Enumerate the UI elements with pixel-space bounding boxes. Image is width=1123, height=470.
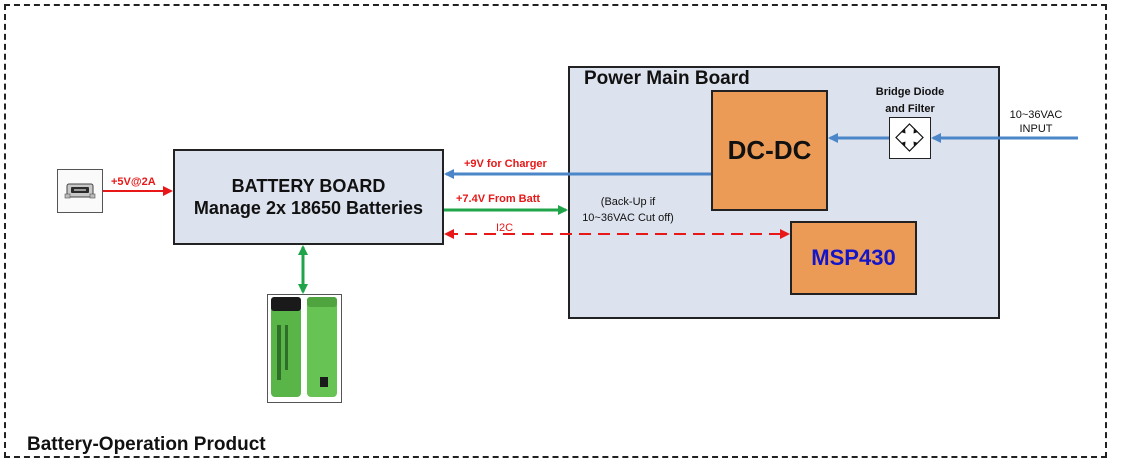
msp430-block: MSP430 [790, 221, 917, 295]
power-main-board-title: Power Main Board [584, 68, 750, 89]
backup-note: (Back-Up if 10~36VAC Cut off) [568, 194, 688, 226]
input-label: 10~36VAC INPUT [1004, 108, 1068, 136]
charger-label: +9V for Charger [464, 158, 547, 170]
product-title: Battery-Operation Product [27, 434, 266, 455]
battery-board-subtitle: Manage 2x 18650 Batteries [193, 198, 424, 218]
battery-board: BATTERY BOARD Manage 2x 18650 Batteries [173, 149, 444, 245]
bridge-label: Bridge Diode and Filter [873, 84, 947, 118]
i2c-label: I2C [496, 222, 514, 234]
backup-note-line1: (Back-Up if [600, 196, 656, 208]
input-label-line2: INPUT [1019, 123, 1053, 135]
msp430-label: MSP430 [811, 245, 896, 270]
dcdc-block: DC-DC [711, 90, 828, 211]
from-batt-label: +7.4V From Batt [456, 193, 541, 205]
backup-note-line2: 10~36VAC Cut off) [582, 212, 674, 224]
usb-connector-icon [57, 169, 103, 213]
battery-board-title: BATTERY BOARD [231, 176, 386, 196]
product-boundary [4, 4, 1107, 458]
bridge-rectifier-icon [889, 117, 931, 159]
dcdc-label: DC-DC [727, 135, 812, 165]
bridge-label-line2: and Filter [885, 103, 935, 115]
battery-cells-icon [267, 294, 342, 403]
usb-power-label: +5V@2A [111, 176, 156, 188]
input-label-line1: 10~36VAC [1009, 109, 1063, 121]
bridge-label-line1: Bridge Diode [875, 86, 945, 98]
